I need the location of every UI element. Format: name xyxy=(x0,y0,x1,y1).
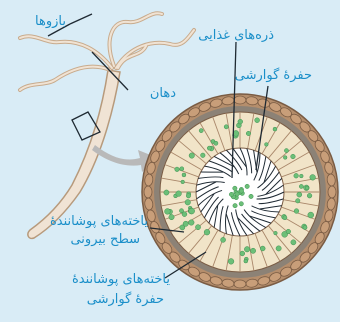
food-particle xyxy=(182,212,187,217)
food-particle xyxy=(164,190,169,195)
food-particle xyxy=(240,251,245,256)
food-particle xyxy=(265,143,269,147)
food-particle xyxy=(185,200,191,206)
food-particle xyxy=(291,240,296,245)
label-outer-cells-line2: سطح بیرونی xyxy=(10,232,140,248)
food-particle xyxy=(244,259,248,263)
food-particle xyxy=(189,220,194,225)
food-particle xyxy=(273,127,277,131)
food-particle xyxy=(276,246,281,251)
outer-cell xyxy=(234,280,246,288)
label-inner-cells-line1: یاخته‌های پوشانندهٔ xyxy=(30,272,170,288)
food-particle xyxy=(284,149,288,153)
food-particle xyxy=(283,156,287,160)
food-particle xyxy=(176,191,182,197)
outer-cell xyxy=(144,186,152,198)
label-arms: بازوها xyxy=(6,14,66,30)
food-particle xyxy=(297,192,302,197)
food-particle xyxy=(286,229,291,234)
label-inner-cells-line2: حفرهٔ گوارشی xyxy=(40,292,164,308)
food-particle xyxy=(199,129,203,133)
food-particle xyxy=(249,194,253,198)
food-particle xyxy=(229,192,233,196)
food-particle xyxy=(207,146,211,150)
food-particle xyxy=(221,237,226,242)
food-particle xyxy=(183,221,188,226)
food-particle xyxy=(201,153,206,158)
food-particle xyxy=(182,173,186,177)
label-digestive-cavity: حفرهٔ گوارشی xyxy=(210,68,312,84)
food-particle xyxy=(214,141,218,145)
food-particle xyxy=(310,175,316,181)
food-particle xyxy=(233,203,237,207)
label-food-particles: ذره‌های غذایی xyxy=(170,28,274,44)
label-mouth: دهان xyxy=(124,86,176,102)
food-particle xyxy=(239,202,243,206)
food-particle xyxy=(204,229,210,235)
outer-cell xyxy=(328,186,336,198)
food-particle xyxy=(246,131,250,135)
food-particle xyxy=(233,186,237,190)
food-particle xyxy=(291,154,296,159)
food-particle xyxy=(255,118,260,123)
food-particle xyxy=(245,184,249,188)
food-particle xyxy=(244,247,249,252)
food-particle xyxy=(303,225,307,229)
outer-cell xyxy=(234,96,246,104)
food-particle xyxy=(308,212,314,218)
food-particle xyxy=(235,192,239,196)
food-particle xyxy=(296,199,300,203)
label-outer-cells-line1: یاخته‌های پوشانندهٔ xyxy=(10,214,148,230)
food-particle xyxy=(299,174,303,178)
food-particle xyxy=(294,173,299,178)
food-particle xyxy=(180,167,184,171)
cross-section xyxy=(142,94,338,290)
food-particle xyxy=(169,214,174,219)
food-particle xyxy=(224,125,228,129)
food-particle xyxy=(165,209,171,215)
food-particle xyxy=(228,259,234,265)
food-particle xyxy=(294,209,299,214)
food-particle xyxy=(181,180,185,184)
food-particle xyxy=(175,167,180,172)
food-particle xyxy=(260,246,265,251)
food-particle xyxy=(299,184,303,188)
food-particle xyxy=(274,231,278,235)
food-particle xyxy=(189,208,195,214)
food-particle xyxy=(305,186,309,190)
food-particle xyxy=(195,225,200,230)
food-particle xyxy=(186,194,190,198)
food-particle xyxy=(250,248,255,253)
food-particle xyxy=(307,193,312,198)
food-particle xyxy=(189,153,194,158)
food-particle xyxy=(239,189,243,193)
food-particle xyxy=(283,216,287,220)
food-particle xyxy=(238,119,243,124)
